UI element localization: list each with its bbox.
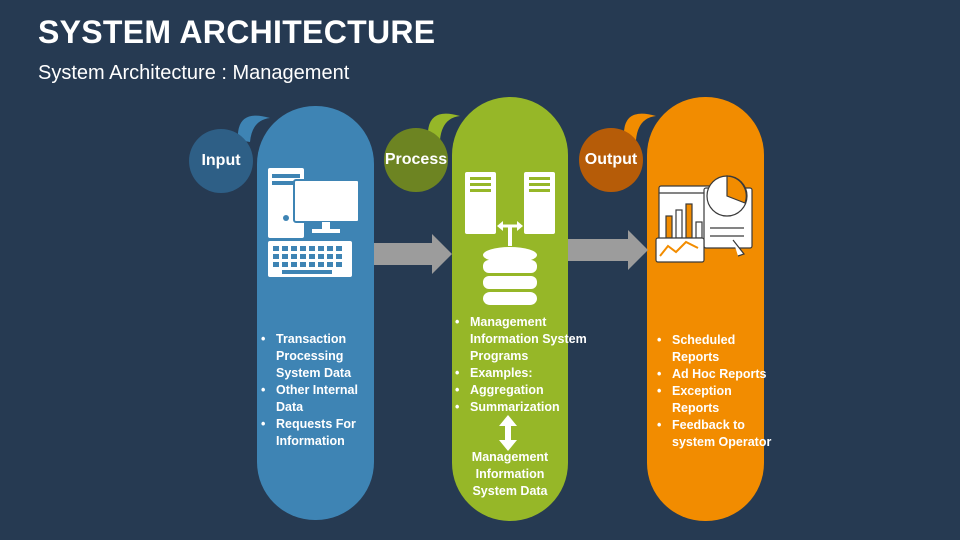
process-list: Management Information System Programs E… — [452, 314, 588, 416]
input-circle — [189, 129, 253, 193]
servers-database-icon — [465, 172, 555, 305]
output-item: Scheduled Reports — [657, 332, 776, 366]
process-label: Process — [384, 151, 448, 168]
output-item: Feedback to system Operator — [657, 417, 776, 451]
input-to-process-arrow — [374, 234, 452, 274]
input-list: Transaction Processing System Data Other… — [258, 331, 388, 450]
page-title: SYSTEM ARCHITECTURE — [38, 14, 436, 50]
output-item: Ad Hoc Reports — [657, 366, 776, 383]
double-arrow-vertical-icon — [499, 415, 517, 451]
output-circle — [579, 128, 643, 192]
process-connector — [427, 113, 460, 140]
process-to-output-arrow — [568, 230, 648, 270]
process-item: Aggregation — [455, 382, 588, 399]
process-circle — [384, 128, 448, 192]
output-item: Exception Reports — [657, 383, 776, 417]
process-note: Management Information System Data — [471, 450, 549, 498]
input-item: Other Internal Data — [261, 382, 388, 416]
input-item: Requests For Information — [261, 416, 388, 450]
process-item: Management Information System Programs — [455, 314, 588, 365]
output-connector — [623, 113, 656, 140]
process-item: Summarization — [455, 399, 588, 416]
input-connector — [237, 115, 270, 142]
process-item: Examples: — [455, 365, 588, 382]
output-list: Scheduled Reports Ad Hoc Reports Excepti… — [654, 332, 776, 451]
output-pill — [647, 97, 764, 521]
output-label: Output — [584, 151, 638, 168]
reports-charts-icon — [655, 175, 753, 263]
input-label: Input — [201, 152, 241, 169]
page-subtitle: System Architecture : Management — [38, 62, 350, 84]
input-item: Transaction Processing System Data — [261, 331, 388, 382]
computer-keyboard-icon — [268, 168, 360, 277]
